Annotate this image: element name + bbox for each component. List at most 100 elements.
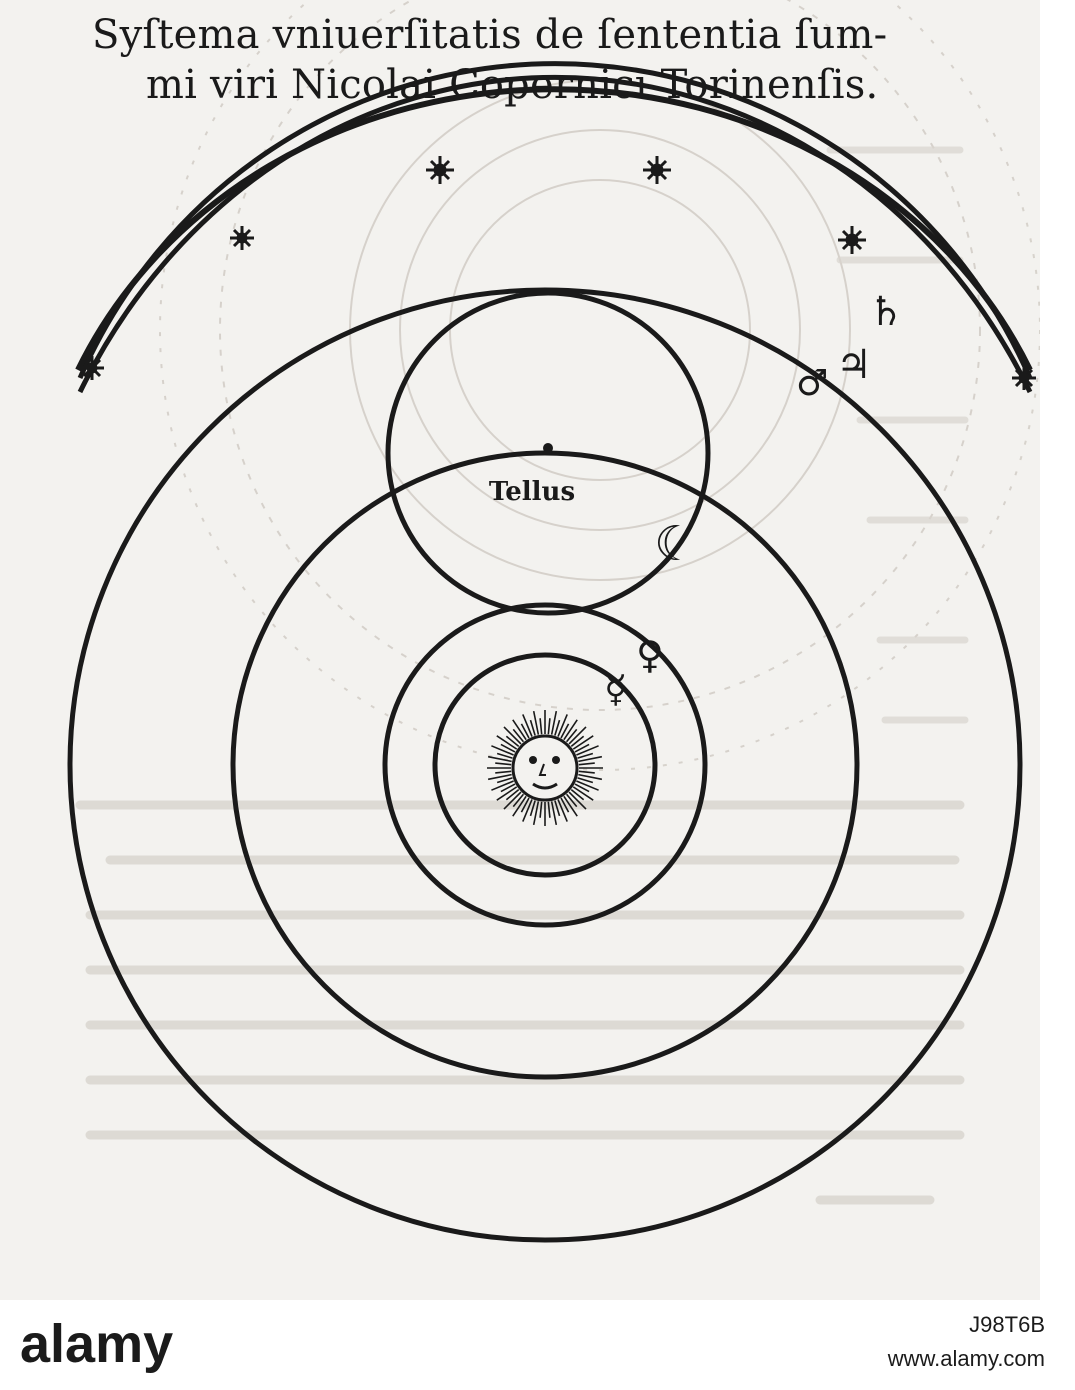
star-icon xyxy=(1012,366,1036,390)
sun-ray xyxy=(512,719,527,741)
bleed-circle xyxy=(219,0,981,711)
mars-symbol-icon: ♂ xyxy=(796,363,828,404)
moon-symbol-icon: ☾ xyxy=(654,516,697,572)
mars-orbit xyxy=(67,287,1023,1243)
sun-ray xyxy=(576,745,599,756)
sun-ray xyxy=(532,710,540,735)
sun-ray xyxy=(572,735,594,750)
sun-ray xyxy=(496,752,513,759)
venus-orbit xyxy=(382,602,708,928)
sun-ray xyxy=(520,723,530,739)
bleed-circle xyxy=(399,129,801,531)
alamy-logo-text: alamy xyxy=(20,1314,173,1374)
sun-ray xyxy=(578,770,595,774)
sun-ray xyxy=(576,780,599,791)
sun-ray xyxy=(550,710,558,735)
image-id: J98T6B xyxy=(969,1312,1045,1337)
sun-ray xyxy=(522,714,533,737)
sun-ray xyxy=(487,755,512,763)
sun-ray xyxy=(577,752,594,759)
sun-face xyxy=(529,756,560,790)
page-edge xyxy=(1040,0,1075,1300)
sun-ray xyxy=(578,762,595,766)
alamy-logo: alamy xyxy=(20,1314,173,1374)
sun-ray xyxy=(574,783,590,793)
reverse-side-bleed xyxy=(75,0,1041,1205)
sun-ray xyxy=(557,799,568,822)
sun-ray xyxy=(565,728,578,743)
sun-ray xyxy=(557,714,568,737)
sun-ray xyxy=(500,743,516,753)
stock-site-link[interactable]: www.alamy.com xyxy=(887,1346,1045,1371)
sun-ray xyxy=(500,783,516,793)
sun-ray xyxy=(529,719,536,736)
caption-line-1: Syſtema vniuerſitatis de ſententia ſum- xyxy=(92,12,888,58)
star-icon xyxy=(230,226,254,250)
sun-ray xyxy=(522,799,533,822)
sun-ray xyxy=(570,788,585,801)
sun-ray xyxy=(565,793,578,808)
sun-ray xyxy=(570,735,585,748)
sun-ray xyxy=(547,718,551,735)
sun-ray xyxy=(560,723,570,739)
sun-ray xyxy=(568,726,587,745)
sun-ray xyxy=(578,755,603,763)
sun-ray xyxy=(496,777,513,784)
sun-ray xyxy=(505,735,520,748)
sun-ray xyxy=(512,728,525,743)
sun-ray xyxy=(539,801,543,818)
saturn-orbit xyxy=(77,61,1033,380)
sun-ray xyxy=(563,719,578,741)
earth-dot xyxy=(543,443,553,453)
star-icon xyxy=(838,226,866,254)
sun-ray xyxy=(563,795,578,817)
sun-ray xyxy=(495,770,512,774)
caption-line-2: mi viri Nicolai Copernici Torinenſis. xyxy=(146,62,879,108)
sun-ray xyxy=(574,743,590,753)
star-icon xyxy=(643,156,671,184)
book-page-scan: Syſtema vniuerſitatis de ſententia ſum- … xyxy=(0,0,1075,1300)
image-id-block: J98T6B www.alamy.com xyxy=(888,1308,1045,1376)
sun-ray xyxy=(554,800,561,817)
sun-ray xyxy=(520,797,530,813)
sun-ray xyxy=(505,788,520,801)
sun-ray xyxy=(560,797,570,813)
sun-ray xyxy=(547,801,551,818)
sun-ray xyxy=(495,762,512,766)
sun-ray xyxy=(539,718,543,735)
venus-symbol-icon: ♀ xyxy=(636,633,664,677)
copernican-system-diagram: ♄ ♃ ♂ ☾ ♀ ☿ Tellus xyxy=(67,61,1036,1243)
earth-label: Tellus xyxy=(489,477,575,507)
sun-ray xyxy=(496,735,518,750)
sun-ray xyxy=(496,786,518,801)
sun-ray xyxy=(550,801,558,826)
sun-icon xyxy=(487,710,603,826)
star-icon xyxy=(80,356,104,380)
sun-disk xyxy=(511,734,579,802)
stock-footer: alamy J98T6B www.alamy.com xyxy=(0,1300,1075,1390)
earth-orbit xyxy=(230,450,860,1080)
sun-ray xyxy=(503,726,522,745)
mercury-orbit xyxy=(432,652,658,878)
jupiter-symbol-icon: ♃ xyxy=(836,342,872,388)
fixed-stars-sphere xyxy=(75,86,1033,372)
sun-ray xyxy=(572,786,594,801)
star-icon xyxy=(426,156,454,184)
sun-ray xyxy=(512,793,525,808)
mercury-symbol-icon: ☿ xyxy=(604,667,627,711)
saturn-symbol-icon: ♄ xyxy=(868,289,904,335)
sun-ray xyxy=(554,719,561,736)
sun-ray xyxy=(491,780,514,791)
sun-ray xyxy=(578,773,603,781)
sun-ray xyxy=(532,801,540,826)
moon-orbit xyxy=(385,290,711,616)
jupiter-orbit xyxy=(77,74,1033,394)
sun-ray xyxy=(577,777,594,784)
sun-ray xyxy=(487,773,512,781)
sun-ray xyxy=(503,791,522,810)
sun-ray xyxy=(491,745,514,756)
sun-ray xyxy=(568,791,587,810)
sun-ray xyxy=(512,795,527,817)
bleed-circle xyxy=(449,179,751,481)
